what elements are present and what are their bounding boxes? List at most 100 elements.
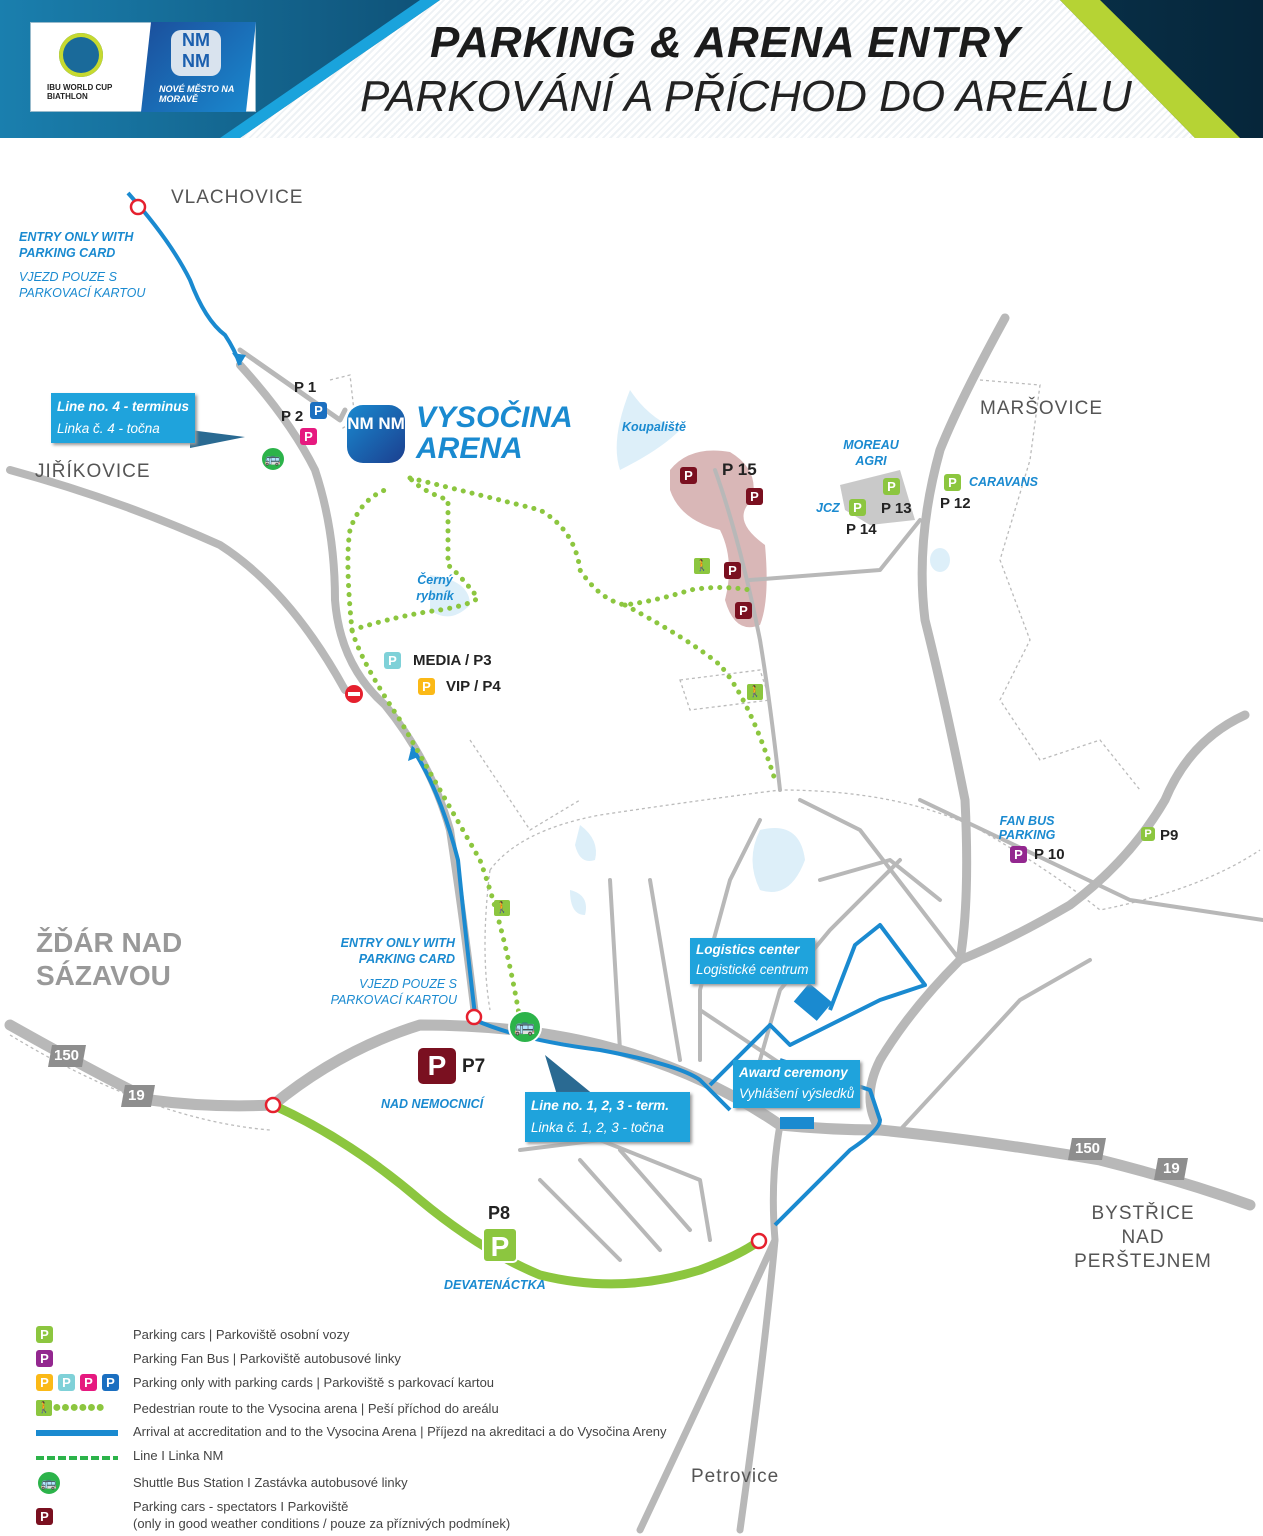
- parking-p3-label: MEDIA / P3: [413, 652, 492, 669]
- legend-label: Pedestrian route to the Vysocina arena |…: [133, 1400, 499, 1416]
- roads: [4, 313, 1263, 1534]
- callout-line123-cz: Linka č. 1, 2, 3 - točna: [531, 1120, 664, 1135]
- road-number-19: 19: [1163, 1160, 1180, 1177]
- legend-route-line: [36, 1430, 118, 1436]
- nm-logo-mark: NM NM: [171, 30, 221, 76]
- spectator-parking-area-p15: [670, 450, 767, 628]
- callout-line123-en: Line no. 1, 2, 3 - term.: [531, 1098, 670, 1113]
- parking-p7-icon[interactable]: P: [418, 1048, 456, 1084]
- parking-p2-label: P 2: [281, 408, 304, 425]
- caravans-label: CARAVANS: [969, 475, 1038, 489]
- entry-note-south-cz: VJEZD POUZE S PARKOVACÍ KARTOU: [330, 977, 457, 1007]
- legend-label: Parking only with parking cards | Parkov…: [133, 1375, 495, 1390]
- road-number-150: 150: [54, 1047, 80, 1064]
- parking-p1-label: P 1: [294, 379, 317, 396]
- nm-logo-text: NOVÉ MĚSTO NA MORAVĚ: [159, 84, 235, 104]
- parking-p14-label: P 14: [846, 521, 877, 538]
- water-bodies: [430, 390, 950, 915]
- parking-p8-label: P8: [488, 1203, 511, 1223]
- parking-p10-icon[interactable]: P: [1010, 846, 1027, 863]
- direction-arrow-icon: [232, 353, 246, 365]
- place-koupaliste: Koupaliště: [622, 420, 686, 434]
- parking-p3-icon[interactable]: P: [384, 652, 401, 669]
- parking-p9-icon[interactable]: P: [1141, 827, 1155, 841]
- direction-arrow-icon: [408, 745, 418, 761]
- legend-card-parking-icon: P: [102, 1374, 119, 1391]
- legend-shuttle-bus-icon: 🚌: [36, 1470, 62, 1496]
- legend-fan-bus-icon: P: [36, 1350, 53, 1367]
- parking-p10-label: P 10: [1034, 846, 1065, 863]
- parking-p2-icon[interactable]: P: [300, 428, 317, 445]
- legend-card-parking-icon: P: [80, 1374, 97, 1391]
- legend-label: Parking cars - spectators I Parkoviště: [133, 1499, 349, 1514]
- callout-pointer: [190, 430, 245, 448]
- road-closure-markers: [129, 198, 768, 1250]
- title-en: PARKING & ARENA ENTRY: [430, 18, 1021, 67]
- parking-p8-icon[interactable]: P: [482, 1227, 518, 1263]
- parking-p4-icon[interactable]: P: [418, 678, 435, 695]
- jcz-label: JCZ: [816, 501, 840, 515]
- shuttle-bus-icon[interactable]: 🚌: [260, 446, 286, 472]
- biathlon-globe-icon: [59, 33, 103, 77]
- parking-moreau-icon[interactable]: P: [883, 478, 900, 495]
- parking-p15-icon[interactable]: P: [724, 562, 741, 579]
- legend-line-nm: [36, 1456, 118, 1460]
- parking-p12-icon[interactable]: P: [944, 474, 961, 491]
- callout-logistics-en: Logistics center: [696, 942, 800, 957]
- fan-bus-parking-label: FAN BUS PARKING: [998, 814, 1056, 842]
- header-banner: IBU WORLD CUP BIATHLON NM NM NOVÉ MĚSTO …: [0, 0, 1263, 138]
- moreau-agri-label: MOREAU AGRI: [843, 438, 899, 468]
- parking-p13-label: P 13: [881, 500, 912, 517]
- place-jirikovice: JIŘÍKOVICE: [35, 461, 151, 482]
- legend-card-parking-icon: P: [58, 1374, 75, 1391]
- parking-p14-icon[interactable]: P: [849, 499, 866, 516]
- road-shields: [48, 1045, 1188, 1180]
- place-bystrice: BYSTŘICE NAD PERŠTEJNEM: [1074, 1203, 1212, 1272]
- callout-line4-en: Line no. 4 - terminus: [57, 399, 190, 414]
- legend-parking-cars-icon: P: [36, 1326, 53, 1343]
- callout-line4-cz: Linka č. 4 - točna: [57, 421, 160, 436]
- place-vlachovice: VLACHOVICE: [171, 187, 304, 208]
- legend-spectator-parking-icon: P: [36, 1508, 53, 1525]
- legend-pedestrian-icon: 🚶: [36, 1400, 52, 1416]
- nad-nemocnici-label: NAD NEMOCNICÍ: [381, 1097, 484, 1111]
- parking-p15-icon[interactable]: P: [680, 467, 697, 484]
- callout-award-en: Award ceremony: [739, 1065, 848, 1080]
- legend-label: Arrival at accreditation and to the Vyso…: [133, 1423, 667, 1439]
- ibu-logo-text: IBU WORLD CUP BIATHLON: [47, 83, 113, 101]
- legend-dots: ●●●●●●: [52, 1399, 105, 1416]
- place-zdar-nad-sazavou: ŽĎÁR NAD SÁZAVOU: [36, 927, 183, 991]
- place-petrovice: Petrovice: [691, 1466, 780, 1487]
- road-number-150: 150: [1075, 1140, 1101, 1157]
- entry-note-south: ENTRY ONLY WITH PARKING CARD: [340, 936, 455, 966]
- road-number-19: 19: [128, 1087, 145, 1104]
- callout-award-cz: Vyhlášení výsledků: [739, 1086, 855, 1101]
- shuttle-bus-icon[interactable]: 🚌: [508, 1010, 542, 1044]
- legend-label: Parking cars | Parkoviště osobní vozy: [133, 1327, 350, 1342]
- pedestrian-icon: 🚶: [747, 684, 763, 700]
- award-podium-icon: [780, 1117, 814, 1129]
- devatenactka-label: DEVATENÁCTKA: [444, 1278, 546, 1292]
- pedestrian-icon: 🚶: [694, 558, 710, 574]
- p8-access-road: [271, 1100, 762, 1289]
- parking-p1-icon[interactable]: P: [310, 402, 327, 419]
- event-logo: IBU WORLD CUP BIATHLON NM NM NOVÉ MĚSTO …: [30, 22, 256, 112]
- place-marsovice: MARŠOVICE: [980, 398, 1104, 419]
- pedestrian-icon: 🚶: [494, 900, 510, 916]
- arena-logo: NM NM: [347, 405, 405, 463]
- vysocina-arena-label[interactable]: VYSOČINA ARENA: [416, 401, 572, 465]
- parking-p7-label: P7: [462, 1056, 486, 1077]
- callout-line123: Line no. 1, 2, 3 - term. Linka č. 1, 2, 3…: [525, 1092, 690, 1142]
- parking-p12-label: P 12: [940, 495, 971, 512]
- entry-note-north-cz: VJEZD POUZE S PARKOVACÍ KARTOU: [19, 270, 146, 300]
- pedestrian-route: [345, 475, 778, 1023]
- arrival-route: [126, 191, 927, 1227]
- legend-card-parking-icon: P: [36, 1374, 53, 1391]
- parking-p15-icon[interactable]: P: [735, 602, 752, 619]
- parking-p15-icon[interactable]: P: [746, 488, 763, 505]
- legend-label: Shuttle Bus Station I Zastávka autobusov…: [133, 1475, 408, 1490]
- boundaries: [9, 374, 1261, 1131]
